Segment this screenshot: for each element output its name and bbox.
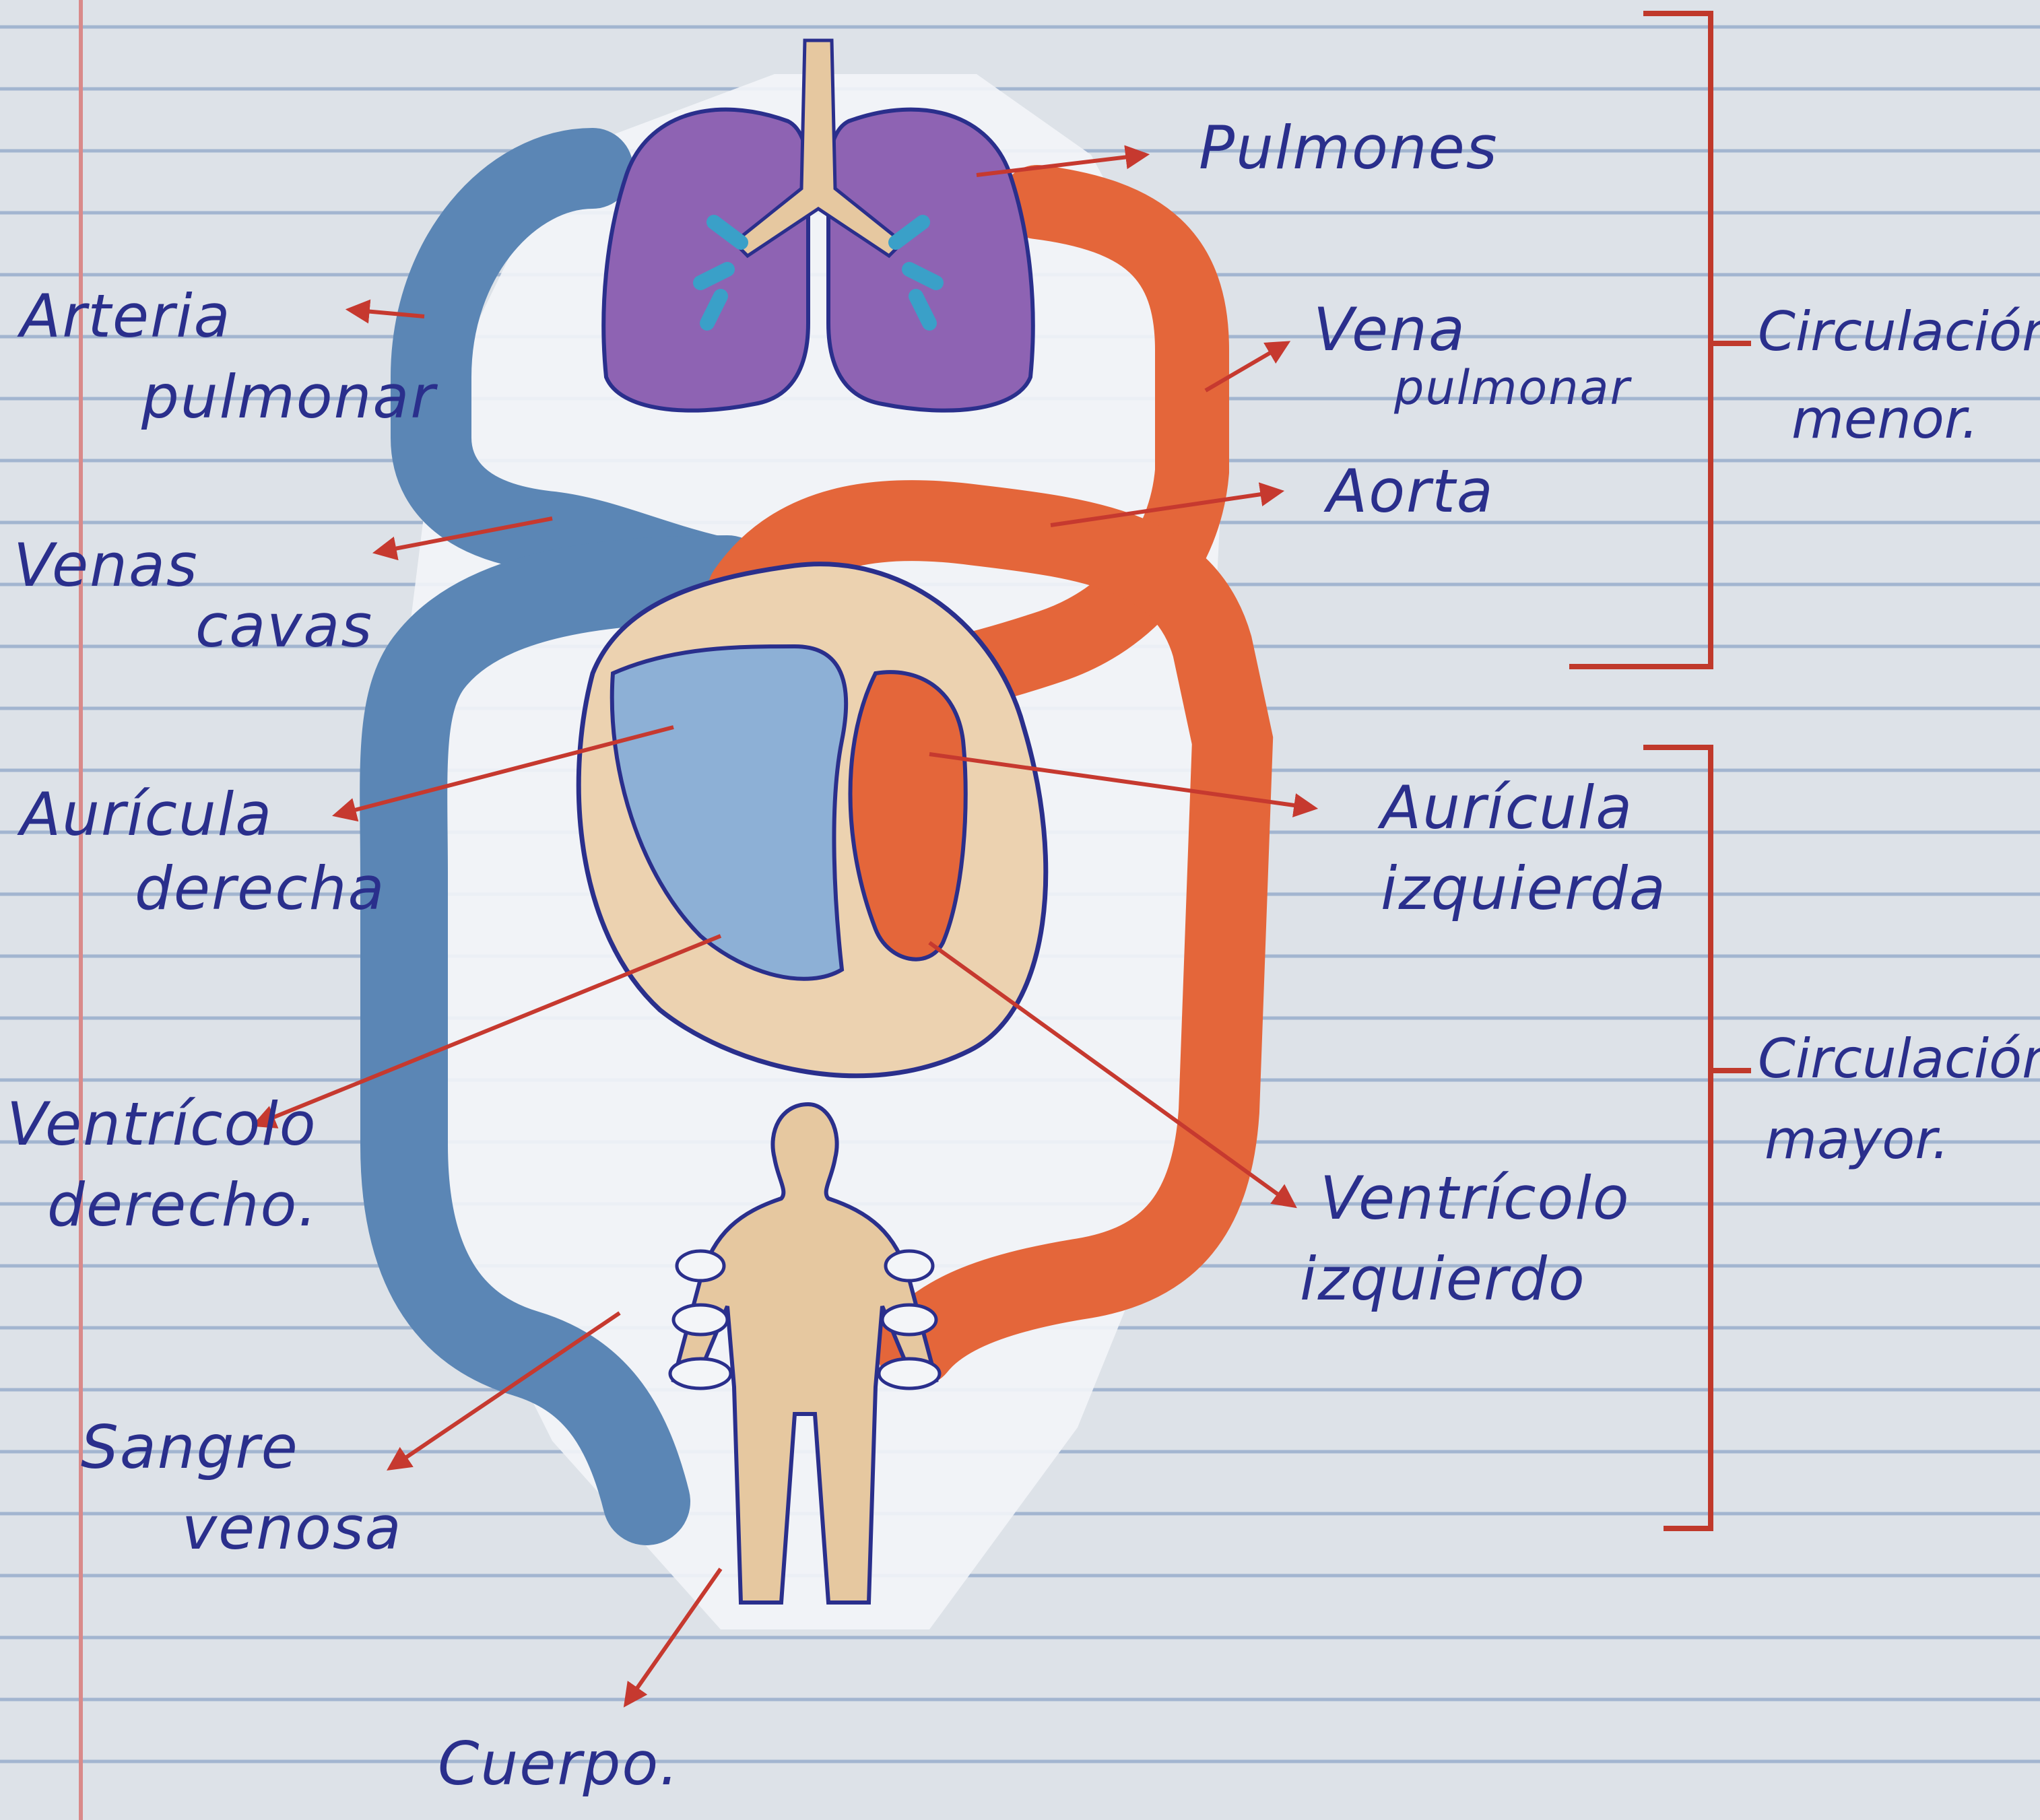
right-lung <box>828 110 1033 411</box>
label-aorta: Aorta <box>1323 457 1494 526</box>
label-circulacion-mayor-2: mayor. <box>1765 1108 1949 1171</box>
label-auricula-der-1: Aurícula <box>17 780 273 849</box>
label-vena-2: pulmonar <box>1393 360 1633 415</box>
label-sangre-2: venosa <box>182 1493 403 1563</box>
heart <box>579 564 1046 1076</box>
label-arteria-1: Arteria <box>17 281 232 351</box>
label-circulacion-menor-2: menor. <box>1791 388 1979 450</box>
label-ventriculo-der-2: derecho. <box>47 1170 318 1240</box>
label-ventriculo-der-1: Ventrícolo <box>7 1089 317 1159</box>
label-circulacion-mayor-1: Circulación <box>1758 1027 2040 1090</box>
label-auricula-izq-2: izquierda <box>1381 854 1667 923</box>
label-auricula-izq-1: Aurícula <box>1377 773 1633 842</box>
label-ventriculo-izq-1: Ventrícolo <box>1320 1164 1631 1233</box>
label-auricula-der-2: derecha <box>135 854 385 923</box>
label-cuerpo: Cuerpo. <box>438 1729 680 1798</box>
label-venas-1: Venas <box>13 531 199 600</box>
label-venas-2: cavas <box>195 591 373 661</box>
label-pulmones: Pulmones <box>1199 113 1499 182</box>
label-circulacion-menor-1: Circulación <box>1758 300 2040 363</box>
label-ventriculo-izq-2: izquierdo <box>1300 1244 1586 1314</box>
left-lung <box>603 110 808 411</box>
label-arteria-2: pulmonar <box>141 362 438 432</box>
label-sangre-1: Sangre <box>81 1413 299 1482</box>
label-vena-1: Vena <box>1313 295 1466 364</box>
